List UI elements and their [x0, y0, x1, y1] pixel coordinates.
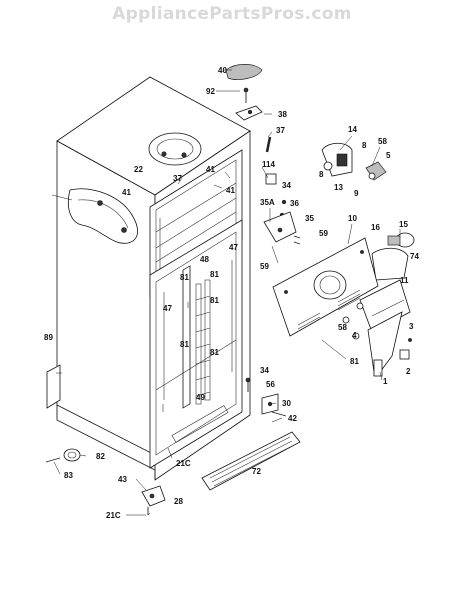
light-housing — [359, 279, 411, 377]
callout-82: 82 — [96, 452, 105, 461]
callout-81: 81 — [350, 357, 359, 366]
callout-10: 10 — [348, 214, 357, 223]
callout-21c: 21C — [106, 511, 121, 520]
fresh-food-compartment — [149, 219, 243, 469]
callout-34: 34 — [260, 366, 269, 375]
watermark-text: AppliancePartsPros.com — [112, 4, 352, 24]
callout-3: 3 — [409, 322, 414, 331]
callout-8: 8 — [319, 170, 324, 179]
callout-14: 14 — [348, 125, 357, 134]
callout-37: 37 — [276, 126, 285, 135]
callout-37: 37 — [173, 174, 182, 183]
side-panel — [46, 364, 61, 409]
control-housing-panel — [272, 237, 379, 337]
thermostat-knob — [265, 173, 277, 185]
callout-15: 15 — [399, 220, 408, 229]
callout-56: 56 — [266, 380, 275, 389]
callout-81: 81 — [210, 348, 219, 357]
callout-22: 22 — [134, 165, 143, 174]
callout-38: 38 — [278, 110, 287, 119]
roller-bracket — [141, 485, 166, 515]
hinge-cover — [225, 64, 263, 80]
callout-5: 5 — [386, 151, 391, 160]
callout-labels: 40 92 38 37 14 58 8 5 8 13 9 22 41 114 3… — [44, 66, 419, 520]
callout-74: 74 — [410, 252, 419, 261]
callout-40: 40 — [218, 66, 227, 75]
callout-81: 81 — [210, 296, 219, 305]
callout-2: 2 — [406, 367, 411, 376]
hinge-pin — [265, 136, 272, 153]
callout-72: 72 — [252, 467, 261, 476]
callout-49: 49 — [196, 393, 205, 402]
side-tubing — [67, 188, 138, 244]
callout-42: 42 — [288, 414, 297, 423]
callout-81: 81 — [180, 340, 189, 349]
control-assembly — [321, 142, 387, 181]
leveling-roller — [63, 448, 81, 462]
callout-114: 114 — [262, 160, 275, 169]
callout-30: 30 — [282, 399, 291, 408]
callout-11: 11 — [400, 276, 409, 285]
callout-1: 1 — [383, 377, 388, 386]
callout-13: 13 — [334, 183, 343, 192]
callout-81: 81 — [210, 270, 219, 279]
callout-35a: 35A — [260, 198, 275, 207]
callout-8: 8 — [362, 141, 367, 150]
housing-screws — [342, 302, 412, 360]
callout-41: 41 — [226, 186, 235, 195]
callout-58: 58 — [378, 137, 387, 146]
callout-35: 35 — [305, 214, 314, 223]
callout-36: 36 — [290, 199, 299, 208]
light-bulb — [387, 232, 415, 248]
callout-28: 28 — [174, 497, 183, 506]
shelf-ladder-rungs — [195, 295, 211, 397]
callout-89: 89 — [44, 333, 53, 342]
callout-21c: 21C — [176, 459, 191, 468]
callout-9: 9 — [354, 189, 359, 198]
callout-58: 58 — [338, 323, 347, 332]
light-shield — [371, 247, 409, 281]
callout-34: 34 — [282, 181, 291, 190]
damper-bracket — [263, 211, 301, 245]
callout-41: 41 — [122, 188, 131, 197]
callout-59: 59 — [319, 229, 328, 238]
callout-41: 41 — [206, 165, 215, 174]
leader-lines — [51, 69, 401, 516]
callout-47: 47 — [229, 243, 238, 252]
callout-16: 16 — [371, 223, 380, 232]
toe-grille — [201, 431, 301, 491]
callout-92: 92 — [206, 87, 215, 96]
top-hinge — [235, 105, 263, 121]
callout-43: 43 — [118, 475, 127, 484]
hinge-screw — [243, 87, 249, 103]
callout-59: 59 — [260, 262, 269, 271]
callout-47: 47 — [163, 304, 172, 313]
callout-4: 4 — [352, 331, 357, 340]
roller-screw — [45, 457, 61, 463]
callout-83: 83 — [64, 471, 73, 480]
callout-81: 81 — [180, 273, 189, 282]
callout-48: 48 — [200, 255, 209, 264]
